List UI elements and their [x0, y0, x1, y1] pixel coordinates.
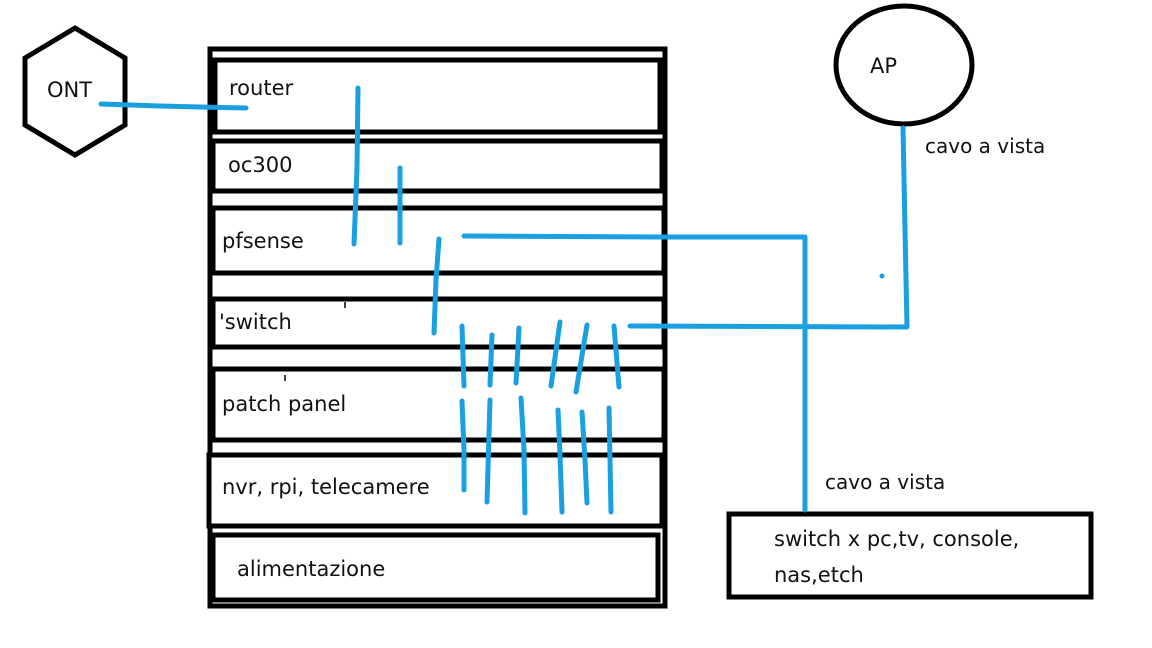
ap-node: AP	[833, 3, 975, 127]
slot-label-nvr: nvr, rpi, telecamere	[222, 475, 430, 499]
cables	[98, 85, 910, 516]
ap-cable-annotation: cavo a vista	[925, 134, 1045, 158]
rack-slot-switch: 'switch	[210, 296, 667, 350]
slot-box	[210, 296, 667, 350]
cable-switch-patch-5	[573, 322, 590, 395]
ont-hexagon-shape	[22, 25, 128, 158]
rack-slot-power: alimentazione	[210, 532, 661, 603]
slot-label-switch: 'switch	[219, 310, 292, 334]
slot-label-pfsense: pfsense	[222, 229, 304, 253]
slot-label-patch-panel: patch panel	[222, 392, 346, 416]
cable-patch-nvr-6	[606, 405, 614, 515]
cable-pfsense-switch	[431, 236, 442, 336]
cable-switch-patch-1	[459, 323, 467, 389]
external-switch-label-line2: nas,etch	[774, 563, 864, 587]
slot-box	[210, 138, 665, 194]
cable-patch-nvr-3	[518, 395, 528, 516]
cable-switch-patch-2	[487, 332, 495, 388]
ont-node: ONT	[22, 25, 128, 158]
stray-dot	[879, 273, 885, 279]
cable-patch-nvr-1	[459, 398, 467, 493]
rack-slot-router: router	[212, 57, 663, 135]
switch-cable-annotation: cavo a vista	[825, 470, 945, 494]
ap-label: AP	[870, 54, 897, 78]
cable-patch-nvr-4	[555, 407, 565, 515]
rack-slot-patch-panel: patch panel	[210, 366, 667, 443]
ont-label: ONT	[47, 78, 92, 102]
external-switch-label-line1: switch x pc,tv, console,	[774, 527, 1019, 551]
cable-switch-patch-4	[548, 319, 563, 389]
cable-switch-ap	[627, 125, 910, 330]
cable-patch-nvr-2	[484, 397, 493, 505]
cable-patch-nvr-5	[579, 409, 590, 506]
cable-router-pfsense	[351, 85, 361, 247]
cable-switch-patch-6	[611, 323, 622, 390]
ap-circle-shape	[833, 3, 975, 127]
slot-label-oc300: oc300	[228, 153, 292, 177]
external-switch-node: switch x pc,tv, console, nas,etch	[726, 511, 1094, 600]
cable-ont-router	[98, 101, 249, 111]
slot-box	[210, 366, 667, 443]
slot-box	[212, 57, 663, 135]
rack-slot-oc300: oc300	[210, 138, 665, 194]
cable-switch-patch-3	[513, 325, 522, 386]
rack-slot-nvr: nvr, rpi, telecamere	[206, 452, 665, 529]
external-switch-box	[726, 511, 1094, 600]
slot-label-power: alimentazione	[237, 557, 385, 581]
cable-pfsense-external-switch	[461, 233, 808, 513]
slot-label-router: router	[229, 76, 293, 100]
slot-box	[210, 532, 661, 603]
